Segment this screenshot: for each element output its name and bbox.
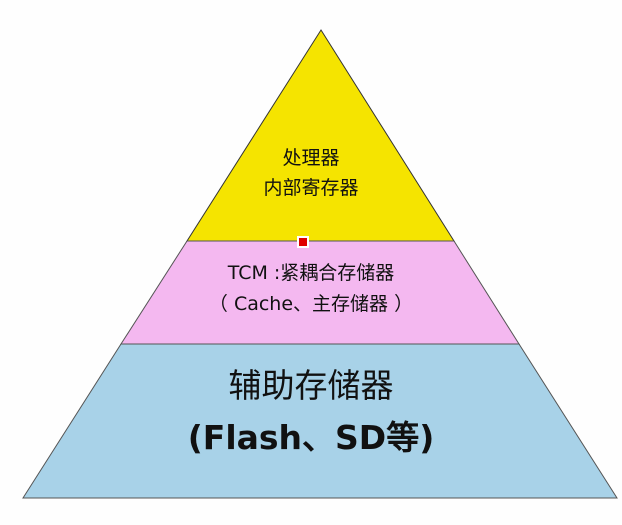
top-layer-line1: 处理器 [282,147,340,169]
pyramid-top-layer [186,29,455,242]
pyramid-bottom-layer [22,343,618,499]
middle-layer-line1: TCM :紧耦合存储器 [227,262,395,284]
bottom-layer-line1: 辅助存储器 [228,366,394,405]
middle-layer-line2: （ Cache、主存储器 ） [208,293,414,315]
bottom-layer-line2: (Flash、SD等) [187,418,435,457]
selection-handle[interactable] [297,236,309,248]
top-layer-line2: 内部寄存器 [263,177,359,199]
